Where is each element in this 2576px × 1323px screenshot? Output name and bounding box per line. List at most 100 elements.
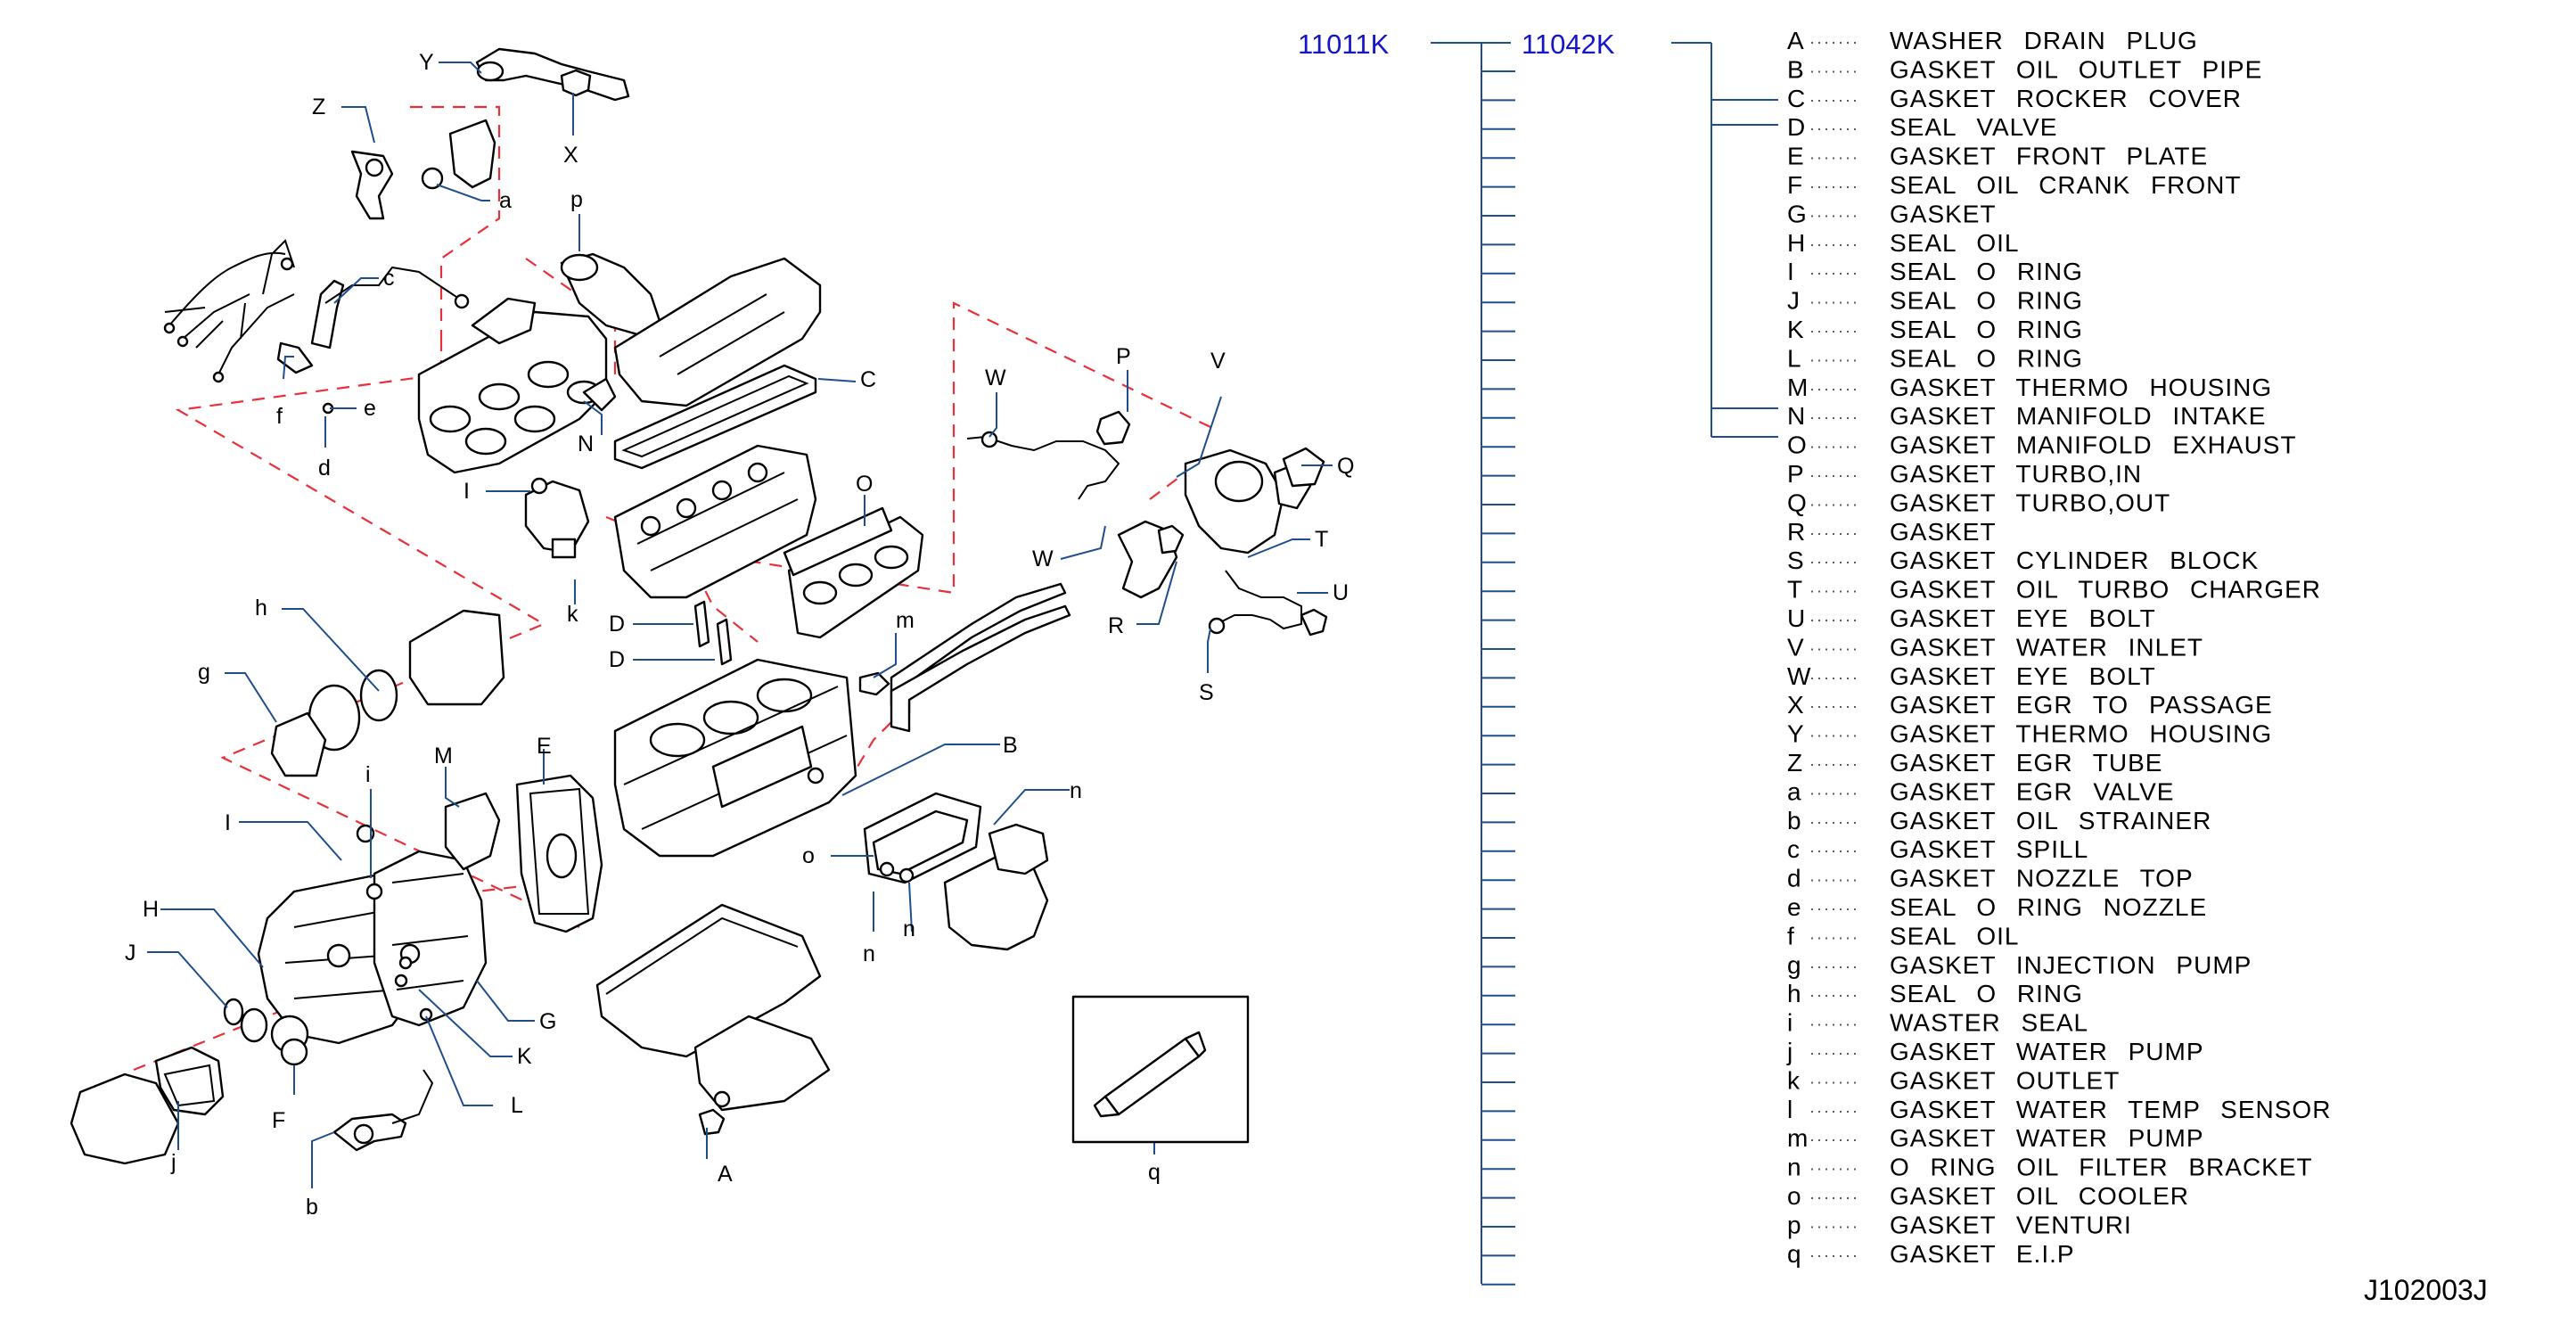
legend-row: a·······GASKET EGR VALVE: [1787, 777, 2174, 805]
legend-leader-dots: ·······: [1809, 1188, 1859, 1206]
callout-Y: Y: [419, 50, 434, 75]
legend-row: G·······GASKET: [1787, 200, 1997, 227]
legend-row: I·······SEAL O RING: [1787, 258, 2082, 285]
legend-row: l·······GASKET WATER TEMP SENSOR: [1787, 1096, 2331, 1123]
legend-letter: F: [1787, 171, 1802, 199]
callout-E: E: [537, 734, 552, 759]
legend-row: Y·······GASKET THERMO HOUSING: [1787, 720, 2271, 748]
part-code-tree: 11011K 11042K: [1298, 29, 1778, 1286]
legend-leader-dots: ·······: [1809, 62, 1859, 79]
callout-S: S: [1199, 680, 1214, 705]
legend-description: SEAL O RING: [1890, 316, 2083, 343]
document-id: J102003J: [2364, 1274, 2488, 1306]
legend-letter: h: [1787, 980, 1801, 1007]
legend-row: m·······GASKET WATER PUMP: [1787, 1124, 2203, 1152]
callout-i: i: [365, 762, 371, 787]
legend-description: GASKET EGR TUBE: [1890, 749, 2162, 777]
legend-leader-dots: ·······: [1809, 206, 1859, 224]
legend-row: g·······GASKET INJECTION PUMP: [1787, 951, 2252, 979]
callout-O: O: [856, 472, 873, 497]
legend-description: GASKET FRONT PLATE: [1890, 143, 2208, 170]
legend-description: GASKET WATER TEMP SENSOR: [1890, 1096, 2331, 1123]
part-code-secondary: 11042K: [1522, 29, 1615, 60]
legend-letter: f: [1787, 922, 1794, 949]
legend-row: X·······GASKET EGR TO PASSAGE: [1787, 691, 2273, 719]
legend-row: h·······SEAL O RING: [1787, 980, 2082, 1007]
callout-T: T: [1315, 527, 1328, 552]
callout-o: o: [802, 843, 815, 868]
legend-letter: O: [1787, 431, 1807, 459]
legend-row: E·······GASKET FRONT PLATE: [1787, 143, 2208, 170]
legend-leader-dots: ·······: [1809, 1102, 1859, 1120]
legend: A·······WASHER DRAIN PLUGB·······GASKET …: [1786, 27, 2331, 1268]
legend-letter: K: [1787, 316, 1804, 343]
callout-I: I: [225, 810, 231, 835]
callout-F: F: [272, 1108, 285, 1133]
callout-m: m: [896, 608, 915, 633]
callout-K: K: [517, 1044, 532, 1069]
legend-letter: D: [1787, 113, 1805, 141]
legend-letter: Y: [1787, 720, 1804, 748]
legend-letter: N: [1787, 402, 1805, 430]
legend-leader-dots: ·······: [1809, 784, 1859, 801]
legend-description: GASKET SPILL: [1890, 835, 2088, 863]
callout-V: V: [1210, 349, 1226, 374]
legend-description: GASKET TURBO,IN: [1890, 460, 2142, 488]
callout-n: n: [1070, 778, 1082, 803]
callout-D: D: [609, 647, 625, 672]
legend-leader-dots: ·······: [1809, 727, 1859, 744]
legend-description: WASHER DRAIN PLUG: [1890, 27, 2198, 54]
legend-description: GASKET: [1890, 200, 1997, 227]
legend-description: GASKET VENTURI: [1890, 1211, 2132, 1238]
legend-description: GASKET EGR VALVE: [1890, 777, 2174, 805]
legend-letter: X: [1787, 691, 1804, 719]
engine-parts: [70, 47, 1328, 1165]
legend-description: GASKET WATER PUMP: [1890, 1038, 2204, 1065]
legend-row: k·······GASKET OUTLET: [1787, 1066, 2119, 1094]
legend-letter: e: [1787, 893, 1801, 921]
callout-U: U: [1333, 580, 1349, 605]
legend-letter: M: [1787, 374, 1808, 401]
legend-letter: Q: [1787, 489, 1807, 516]
callout-H: H: [143, 897, 159, 922]
legend-leader-dots: ·······: [1809, 986, 1859, 1004]
legend-description: GASKET THERMO HOUSING: [1890, 374, 2272, 401]
legend-row: p·······GASKET VENTURI: [1787, 1211, 2132, 1238]
legend-letter: E: [1787, 143, 1804, 170]
legend-leader-dots: ·······: [1809, 582, 1859, 600]
callout-q: q: [1148, 1160, 1161, 1185]
legend-leader-dots: ·······: [1809, 380, 1859, 398]
legend-letter: i: [1787, 1009, 1793, 1037]
legend-letter: L: [1787, 344, 1801, 372]
legend-letter: b: [1787, 807, 1801, 834]
legend-row: i·······WASTER SEAL: [1787, 1009, 2088, 1037]
callout-b: b: [306, 1195, 318, 1220]
callout-a: a: [499, 188, 512, 213]
legend-letter: I: [1787, 258, 1794, 285]
legend-description: GASKET EGR TO PASSAGE: [1890, 691, 2273, 719]
legend-description: GASKET OIL TURBO CHARGER: [1890, 576, 2321, 604]
legend-tick-marks: [1481, 70, 1515, 1286]
legend-description: SEAL O RING: [1890, 344, 2083, 372]
legend-description: GASKET MANIFOLD EXHAUST: [1890, 431, 2297, 459]
callout-p: p: [570, 187, 583, 212]
callout-J: J: [125, 941, 136, 966]
legend-leader-dots: ·······: [1809, 235, 1859, 253]
callout-n: n: [863, 941, 875, 966]
callout-W: W: [985, 366, 1006, 390]
legend-row: C·······GASKET ROCKER COVER: [1787, 85, 2241, 112]
legend-row: o·······GASKET OIL COOLER: [1787, 1182, 2188, 1210]
legend-letter: Z: [1787, 749, 1802, 777]
legend-row: M······· GASKET THERMO HOUSING: [1787, 374, 2272, 401]
legend-description: GASKET CYLINDER BLOCK: [1890, 546, 2259, 574]
callout-P: P: [1116, 344, 1131, 369]
part-code-primary: 11011K: [1298, 29, 1390, 60]
legend-leader-dots: ·······: [1809, 438, 1859, 456]
legend-leader-dots: ·······: [1809, 408, 1859, 426]
legend-letter: V: [1787, 633, 1804, 661]
callout-G: G: [539, 1009, 556, 1034]
legend-row: F·······SEAL OIL CRANK FRONT: [1787, 171, 2240, 199]
callout-d: d: [318, 456, 331, 481]
legend-description: GASKET INJECTION PUMP: [1890, 951, 2252, 979]
legend-letter: S: [1787, 546, 1804, 574]
